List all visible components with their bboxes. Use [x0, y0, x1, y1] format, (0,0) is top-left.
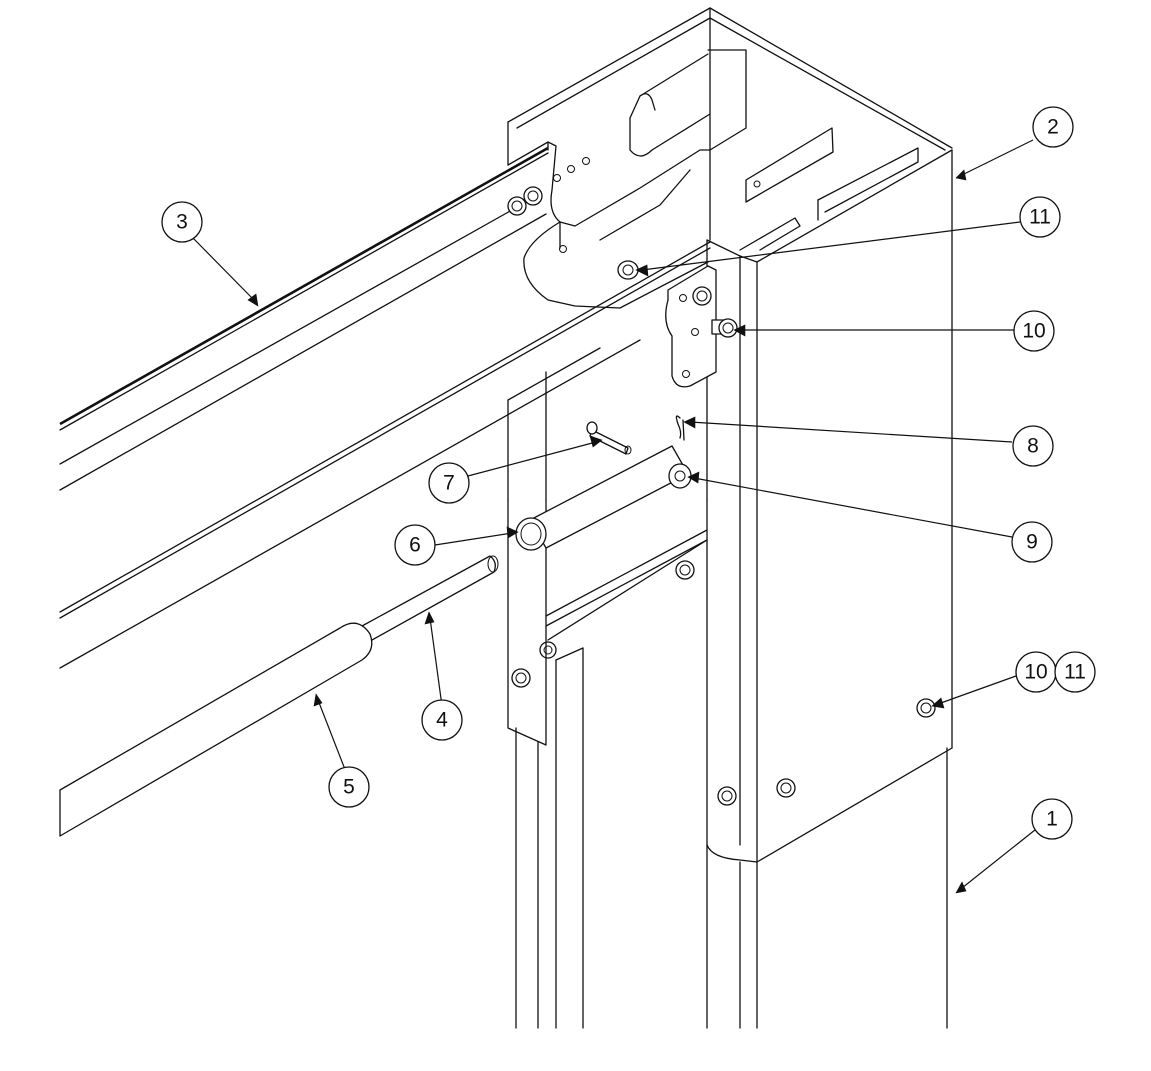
balloon-10-upper: 10	[1013, 310, 1055, 352]
hex-bolts	[507, 186, 936, 806]
svg-text:4: 4	[436, 709, 448, 732]
balloon-3: 3	[161, 201, 203, 243]
balloon-5: 5	[328, 766, 370, 808]
balloon-6: 6	[394, 524, 436, 566]
bolt-lower-5	[776, 778, 796, 798]
svg-text:7: 7	[443, 472, 455, 495]
item-balloons: 1 2 3 4 5 6 7 8 9 10 10	[161, 106, 1096, 840]
bolt-lower-3	[511, 668, 531, 688]
bolt-lower-4	[717, 786, 737, 806]
part-lower-column	[515, 539, 948, 1029]
balloon-7: 7	[428, 462, 470, 504]
bolt-plate-side	[711, 318, 738, 338]
balloon-1: 1	[1031, 798, 1073, 840]
balloon-9: 9	[1011, 521, 1053, 563]
washer-top	[617, 260, 639, 280]
svg-text:8: 8	[1027, 435, 1039, 458]
svg-text:1: 1	[1046, 808, 1058, 831]
leader-lines	[191, 139, 1041, 894]
balloon-10-lower: 10	[1015, 651, 1057, 693]
part-vertical-strap	[507, 499, 708, 746]
mounting-plate	[665, 265, 717, 388]
part-clevis-pin	[586, 421, 632, 455]
balloon-4: 4	[421, 699, 463, 741]
bolt-rail-2	[523, 186, 543, 206]
part-pivot-tube	[515, 445, 689, 551]
bolt-side	[916, 698, 936, 718]
part-hairpin-clip	[675, 415, 685, 441]
svg-text:10: 10	[1024, 661, 1047, 684]
svg-text:9: 9	[1026, 531, 1038, 554]
part-washer	[668, 463, 692, 489]
part-upper-sleeve	[507, 7, 953, 863]
svg-text:11: 11	[1064, 661, 1086, 684]
bolt-rail-1	[507, 196, 527, 216]
bolt-plate-top	[692, 286, 712, 306]
balloon-11-upper: 11	[1019, 196, 1061, 238]
bolt-lower-1	[675, 560, 695, 580]
part-grip	[59, 622, 373, 837]
balloon-2: 2	[1032, 106, 1074, 148]
bolt-lower-2	[539, 641, 557, 659]
svg-text:3: 3	[176, 211, 188, 234]
balloon-11-lower: 11	[1054, 651, 1096, 693]
balloon-8: 8	[1012, 425, 1054, 467]
svg-text:2: 2	[1047, 116, 1059, 139]
svg-text:11: 11	[1029, 206, 1051, 229]
svg-text:5: 5	[343, 776, 355, 799]
svg-text:6: 6	[409, 534, 421, 557]
part-top-rail	[59, 146, 711, 669]
svg-text:10: 10	[1022, 320, 1045, 343]
part-rod	[361, 555, 499, 641]
part-inner-bracket	[507, 141, 711, 309]
